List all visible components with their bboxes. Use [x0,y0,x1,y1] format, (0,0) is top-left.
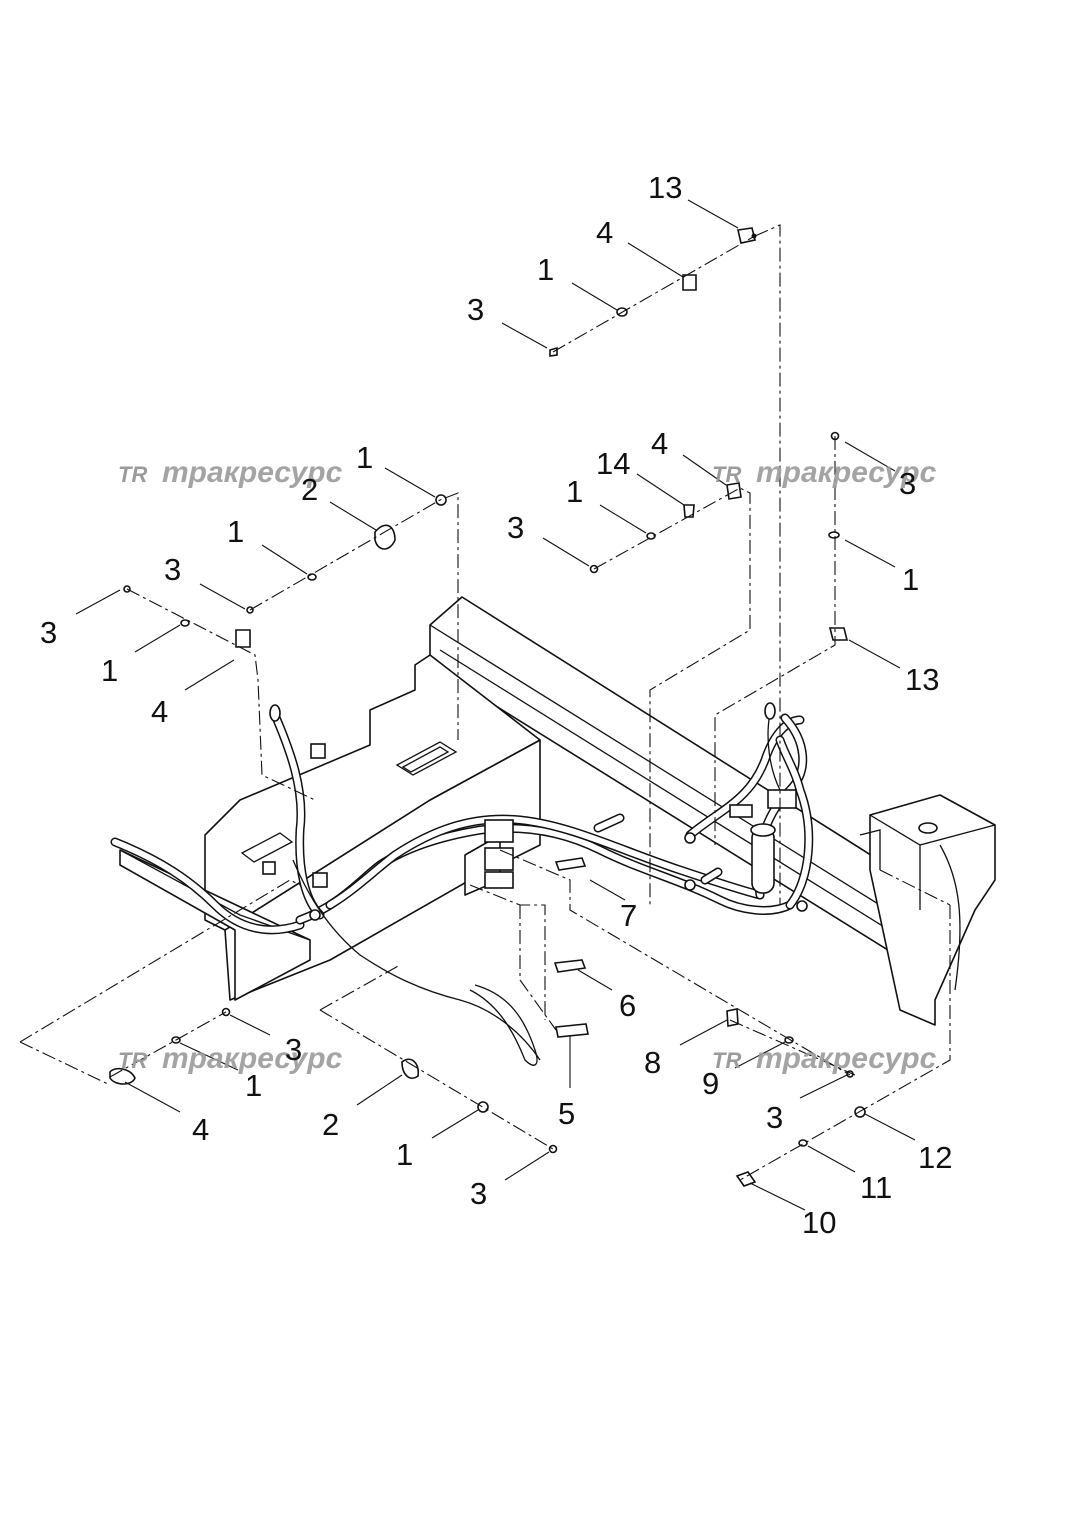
callout-1: 1 [245,1068,262,1103]
alignment-lines [19,224,951,1181]
frame-structure [119,596,996,1026]
callout-1: 1 [396,1137,413,1172]
callout-1: 1 [902,562,919,597]
watermark-logo: TR [118,1048,147,1073]
callout-9: 9 [702,1066,719,1101]
callout-3: 3 [285,1032,302,1067]
watermark-1: TR тракресурс [118,456,343,489]
callout-2: 2 [322,1107,339,1142]
watermark-logo: TR [712,1048,741,1073]
watermark-text: тракресурс [162,456,343,489]
watermark-3: TR тракресурс [118,1042,343,1075]
callout-3: 3 [899,466,916,501]
callout-12: 12 [918,1140,952,1175]
callout-7: 7 [620,898,637,933]
callout-10: 10 [802,1205,836,1240]
hose-assembly [110,702,814,1066]
callout-14: 14 [596,446,630,481]
callout-3: 3 [766,1100,783,1135]
callout-6: 6 [619,988,636,1023]
callout-3: 3 [470,1176,487,1211]
callout-11: 11 [860,1170,892,1205]
callout-1: 1 [227,514,244,549]
callout-3: 3 [467,292,484,327]
watermark-text: тракресурс [756,1042,937,1075]
leader-lines [75,199,916,1211]
watermark-text: тракресурс [756,456,937,489]
callout-13: 13 [905,662,939,697]
callout-4: 4 [151,694,168,729]
callouts: 13 4 1 3 1 2 1 3 3 1 4 4 14 1 3 3 1 13 7… [40,170,952,1240]
callout-1: 1 [101,653,118,688]
callout-4: 4 [192,1112,209,1147]
callout-5: 5 [558,1096,575,1131]
watermark-logo: TR [712,462,741,487]
callout-3: 3 [164,552,181,587]
callout-1: 1 [537,252,554,287]
watermark-text: тракресурс [162,1042,343,1075]
callout-3: 3 [40,615,57,650]
callout-1: 1 [356,440,373,475]
callout-1: 1 [566,474,583,509]
callout-8: 8 [644,1045,661,1080]
callout-13: 13 [648,170,682,205]
fasteners [109,227,866,1187]
watermark-logo: TR [118,462,147,487]
callout-4: 4 [651,426,668,461]
callout-4: 4 [596,215,613,250]
callout-3: 3 [507,510,524,545]
callout-2: 2 [301,472,318,507]
watermark-4: TR тракресурс [712,1042,937,1075]
watermark-2: TR тракресурс [712,456,937,489]
